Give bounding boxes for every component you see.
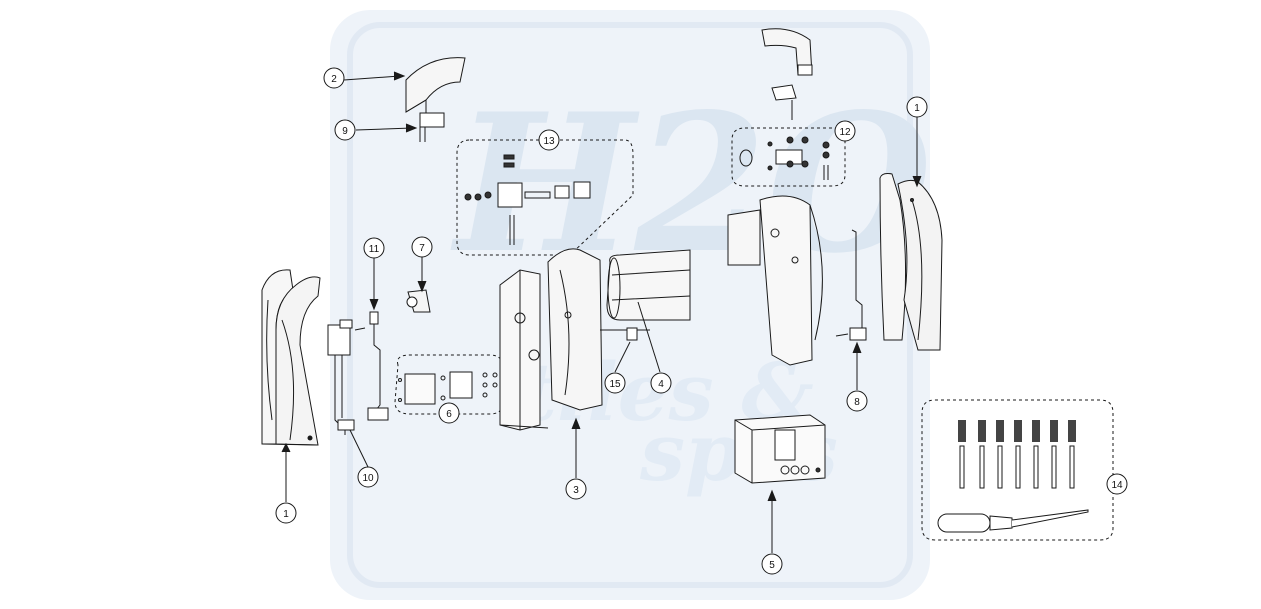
watermark-logo: H2O: [450, 72, 932, 295]
callout-7: 7: [411, 236, 433, 258]
part-8-cable: [835, 229, 867, 341]
svg-text:8: 8: [854, 397, 860, 408]
leader-lines: [281, 71, 922, 553]
callout-15: 15: [604, 372, 626, 394]
svg-text:4: 4: [658, 379, 664, 390]
svg-text:3: 3: [573, 485, 579, 496]
callout-2: 2: [323, 67, 345, 89]
svg-text:12: 12: [839, 127, 851, 138]
callout-4: 4: [650, 372, 672, 394]
callout-11: 11: [363, 237, 385, 259]
svg-text:11: 11: [369, 244, 380, 255]
part-6-bracket-kit: [394, 354, 504, 415]
svg-text:1: 1: [283, 509, 289, 520]
pin-set: [958, 420, 1076, 489]
callouts: 1 1 2 3 4 5 6 7: [275, 67, 1128, 575]
part-1-right-cover: [879, 173, 943, 351]
svg-text:13: 13: [543, 136, 555, 147]
callout-14: 14: [1106, 473, 1128, 495]
part-14-tool-kit: [921, 399, 1114, 541]
callout-1-left: 1: [275, 502, 297, 524]
svg-text:7: 7: [419, 243, 425, 254]
part-2-top-cap-right: [761, 28, 813, 76]
parts-drawing: [261, 28, 1114, 553]
callout-6: 6: [438, 402, 460, 424]
svg-text:15: 15: [609, 379, 621, 390]
callout-8: 8: [846, 390, 868, 412]
part-3-post-body-right: [727, 195, 823, 366]
svg-text:9: 9: [342, 126, 348, 137]
svg-text:10: 10: [362, 473, 374, 484]
part-9-bracket: [419, 112, 445, 142]
part-11-cable: [367, 311, 389, 421]
svg-text:2: 2: [331, 74, 337, 85]
callout-5: 5: [761, 553, 783, 575]
part-1-left-cover: [261, 269, 321, 446]
callout-12: 12: [834, 120, 856, 142]
part-3-post-body: [499, 248, 603, 431]
callout-1-right: 1: [906, 96, 928, 118]
part-10-harness: [327, 319, 366, 435]
part-2-top-cap: [405, 57, 466, 118]
svg-text:1: 1: [914, 103, 920, 114]
part-15-bushing: [626, 327, 638, 341]
part-13-hardware-kit: [456, 139, 634, 256]
screwdriver-tool: [937, 509, 1089, 533]
svg-text:6: 6: [446, 409, 452, 420]
part-4-roller-tube: [600, 249, 691, 331]
part-12-hardware-kit: [731, 127, 846, 187]
callout-13: 13: [538, 129, 560, 151]
part-5-control-box: [734, 414, 826, 484]
svg-text:14: 14: [1111, 480, 1123, 491]
callout-3: 3: [565, 478, 587, 500]
svg-text:5: 5: [769, 560, 775, 571]
callout-9: 9: [334, 119, 356, 141]
callout-10: 10: [357, 466, 379, 488]
part-9-bracket-right: [771, 84, 797, 120]
part-7-clip: [406, 289, 431, 313]
